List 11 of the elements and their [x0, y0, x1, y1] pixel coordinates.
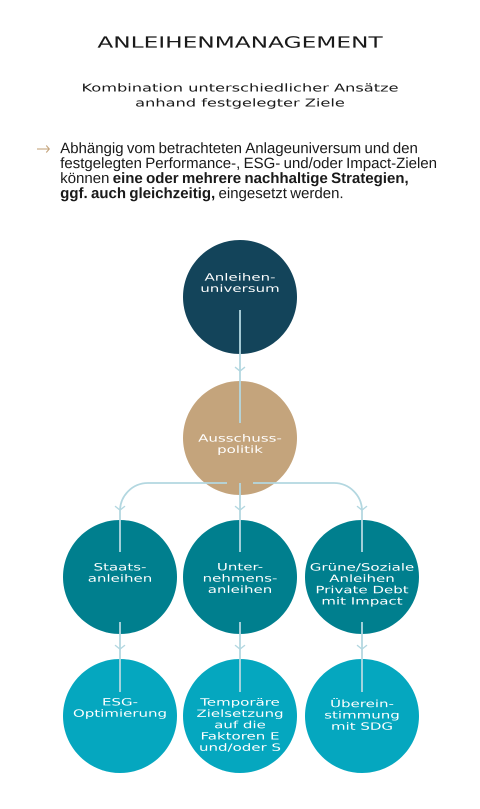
title: ANLEIHENMANAGEMENT	[98, 36, 383, 48]
subtitle: Kombination unterschiedlicher Ansätze anhand festgelegter Ziele	[83, 83, 398, 109]
circle-node: Anleihen- universum	[183, 240, 297, 354]
circle-node: Überein- stimmung mit SDG	[305, 659, 419, 773]
circle-node: Grüne/Soziale Anleihen Private Debt mit Impact	[305, 520, 419, 634]
circle-node: Staats- anleihen	[63, 520, 177, 634]
circle-node: ESG- Optimierung	[63, 659, 177, 773]
circle-node: Unter- nehmens- anleihen	[183, 520, 297, 634]
circle-node: Ausschuss- politik	[183, 381, 297, 495]
body-text: Abhängig vom betrachteten Anlageuniversum und den festgelegten Performance-, ESG- und/oder Impact-Zielen können eine oder mehrere nachhaltige Strategien, ggf. auch gleichzeitig, eingesetzt werden.	[60, 142, 436, 202]
circle-node: Temporäre Zielsetzung auf die Faktoren E und/oder S	[183, 659, 297, 773]
